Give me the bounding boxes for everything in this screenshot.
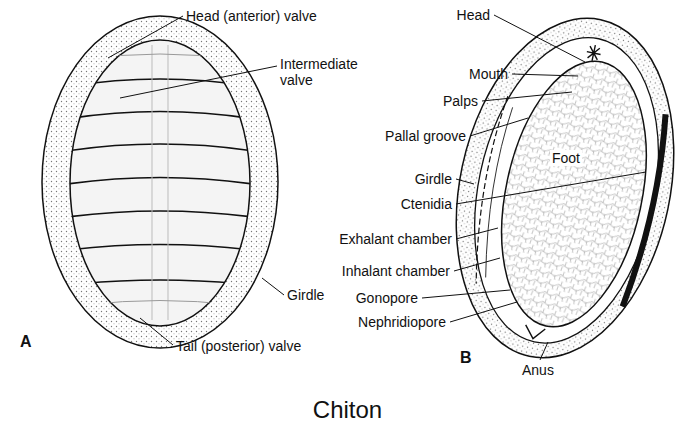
part-label: Anus xyxy=(522,362,554,378)
part-label: Inhalant chamber xyxy=(342,263,450,279)
dorsal-view xyxy=(42,16,284,348)
part-label: Girdle xyxy=(415,171,452,187)
part-label: Exhalant chamber xyxy=(339,231,452,247)
part-label: Mouth xyxy=(469,66,508,82)
part-label: Intermediate valve xyxy=(280,56,375,88)
part-label: Nephridiopore xyxy=(358,314,446,330)
part-label: Head (anterior) valve xyxy=(186,8,317,24)
part-label: Girdle xyxy=(287,287,324,303)
part-label: Head xyxy=(457,7,490,23)
part-label: Gonopore xyxy=(356,290,418,306)
figure-letter: A xyxy=(20,334,32,350)
figure-caption: Chiton xyxy=(0,396,695,424)
part-label: Tail (posterior) valve xyxy=(176,338,301,354)
part-label: Ctenidia xyxy=(401,196,452,212)
figure-letter: B xyxy=(460,350,472,366)
part-label: Foot xyxy=(550,150,582,166)
part-label: Palps xyxy=(443,93,478,109)
ventral-view xyxy=(422,0,695,378)
part-label: Pallal groove xyxy=(385,128,466,144)
